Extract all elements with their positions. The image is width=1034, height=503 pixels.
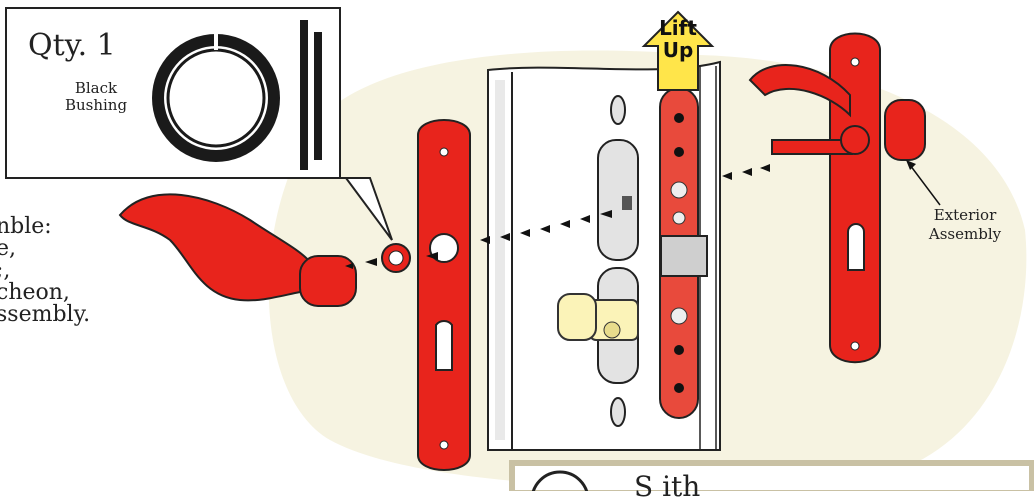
exploded-assembly-diagram	[0, 0, 1034, 491]
callout-qty: Qty. 1	[28, 28, 116, 63]
note-text-partial: S ith	[634, 470, 700, 503]
lift-up-label: Lift Up	[648, 17, 708, 61]
note-box	[512, 463, 1032, 491]
callout-part-name: Black Bushing	[46, 80, 146, 114]
interior-escutcheon	[418, 120, 470, 470]
euro-cylinder	[558, 294, 638, 340]
exterior-assembly-label: Exterior Assembly	[905, 206, 1025, 244]
bushing-ring	[382, 244, 410, 272]
assemble-instructions-text: nble: e, ;, cheon, ssembly.	[0, 216, 90, 326]
